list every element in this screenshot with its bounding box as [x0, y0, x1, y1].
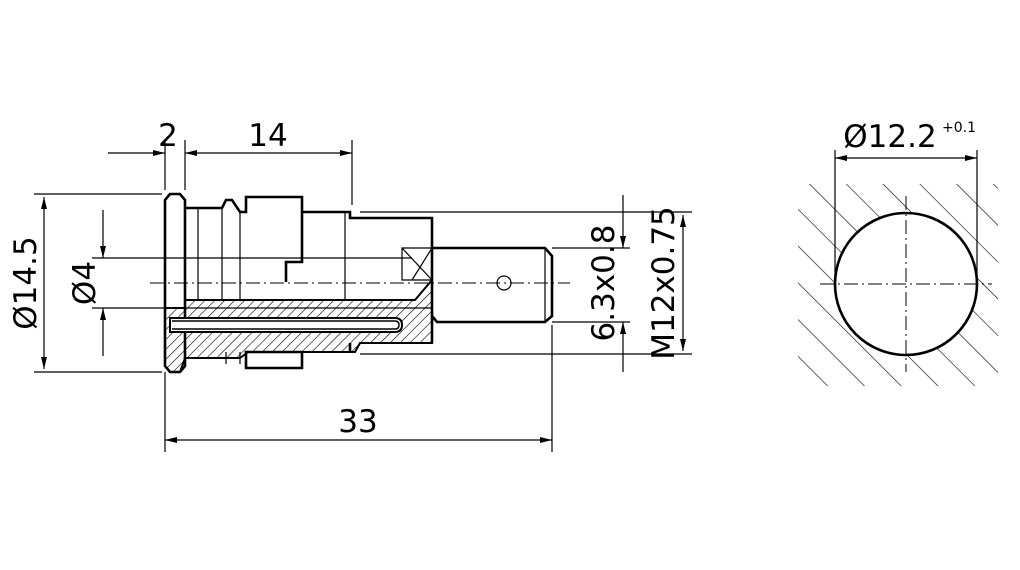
- dimension-lines: 2 14 33 Ø14.5 Ø4 6.3x0.8 M12x0.75: [8, 118, 692, 452]
- panel-cutout-view: Ø12.2 +0.1: [798, 119, 998, 386]
- crimp-mark: [401, 247, 433, 281]
- contact-slot: [169, 317, 404, 333]
- dim-bore-diameter: Ø4: [67, 261, 103, 305]
- nut-outline: [244, 350, 304, 370]
- dim-tab-size: 6.3x0.8: [586, 225, 622, 342]
- socket-side-view: [150, 192, 570, 374]
- dim-panel-hole-tolerance: +0.1: [942, 120, 976, 136]
- flat-tab-outline: [431, 246, 554, 324]
- dim-body-length: 14: [248, 118, 287, 154]
- dim-flange-width: 2: [158, 118, 178, 154]
- contact-slot-inner: [172, 320, 400, 330]
- dim-panel-hole: Ø12.2: [843, 119, 936, 155]
- body-upper-outline: [185, 195, 434, 282]
- dim-overall-length: 33: [338, 404, 377, 440]
- dim-outer-diameter: Ø14.5: [8, 236, 44, 329]
- dim-thread: M12x0.75: [646, 206, 682, 360]
- tab-hole-icon: [496, 275, 512, 291]
